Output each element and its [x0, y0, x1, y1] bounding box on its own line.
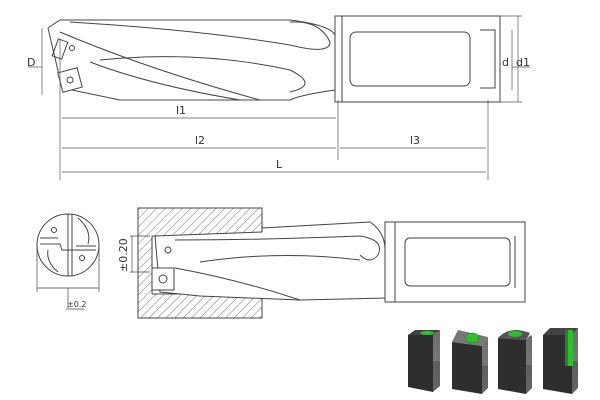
top-drill-body [47, 19, 336, 101]
label-l2: l2 [195, 134, 205, 147]
label-d1: d1 [516, 56, 530, 69]
label-l3: l3 [410, 134, 420, 147]
insert-type-2 [452, 330, 488, 394]
insert-type-4 [543, 328, 578, 394]
end-view [36, 213, 100, 310]
label-l1: l1 [176, 104, 186, 117]
label-tolerance-offset: ±0.20 [117, 238, 130, 272]
label-tolerance-center: ±0.2 [67, 300, 86, 309]
dimension-lines [28, 15, 530, 180]
insert-type-1 [408, 330, 440, 392]
label-L: L [276, 158, 283, 171]
bottom-drill [130, 221, 526, 303]
top-shank [334, 15, 501, 103]
label-D: D [27, 56, 35, 69]
insert-type-3 [498, 329, 532, 394]
label-d: d [502, 56, 509, 69]
